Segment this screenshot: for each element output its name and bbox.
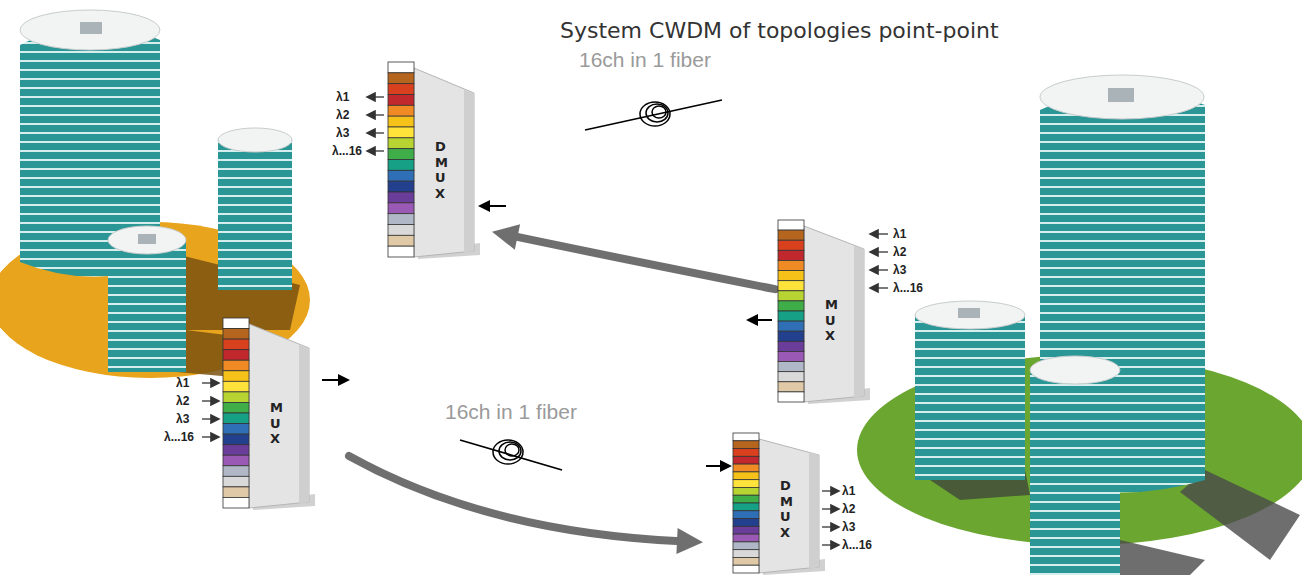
- mux-device: [388, 62, 474, 257]
- mux-device: MUX: [223, 318, 309, 508]
- wavelength-label: λ...16: [164, 430, 194, 444]
- wavelength-label: λ1: [336, 90, 349, 104]
- wavelength-label: λ...16: [893, 281, 923, 295]
- fiber-arrow: [349, 456, 703, 554]
- wavelength-label: λ...16: [332, 144, 362, 158]
- wavelength-label: λ2: [336, 108, 349, 122]
- fiber-arrow: [492, 224, 775, 289]
- diagram-title: System CWDM of topologies point-point: [560, 18, 999, 43]
- wavelength-label: λ3: [176, 412, 189, 426]
- wavelength-label: λ2: [176, 394, 189, 408]
- mux-device: MUX: [778, 220, 864, 402]
- mux-device: [733, 433, 819, 573]
- wavelength-label: λ3: [336, 126, 349, 140]
- device-letters: DMUX: [435, 139, 444, 201]
- wavelength-label: λ1: [176, 376, 189, 390]
- wavelength-label: λ1: [893, 227, 906, 241]
- mux-device: DMUX: [733, 433, 819, 573]
- device-letters: DMUX: [780, 478, 789, 540]
- edge-label: 16ch in 1 fiber: [443, 400, 579, 424]
- mux-device: DMUX: [388, 62, 474, 257]
- edge-label: 16ch in 1 fiber: [577, 48, 713, 72]
- wavelength-label: λ3: [842, 520, 855, 534]
- wavelength-label: λ2: [893, 245, 906, 259]
- wavelength-label: λ3: [893, 263, 906, 277]
- wavelength-label: λ1: [842, 484, 855, 498]
- device-letters: MUX: [270, 400, 279, 447]
- fiber-line: [514, 236, 775, 289]
- fiber-line: [349, 456, 681, 541]
- wavelength-label: λ2: [842, 502, 855, 516]
- wavelength-label: λ...16: [842, 538, 872, 552]
- device-letters: MUX: [825, 297, 834, 344]
- mux-device: [223, 318, 309, 508]
- mux-device: [778, 220, 864, 402]
